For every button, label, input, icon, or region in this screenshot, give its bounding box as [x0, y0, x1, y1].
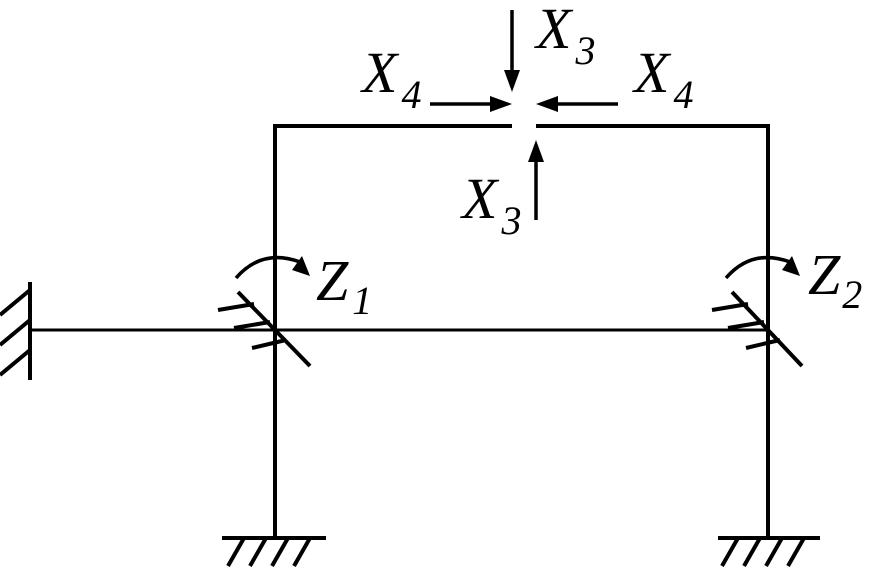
- left-ground-support: [222, 536, 326, 567]
- x3-down-arrow: [504, 10, 520, 92]
- x4-right-arrow: [430, 96, 512, 112]
- z2-moment-arrow: [724, 255, 800, 280]
- x3-up-arrow: [528, 140, 544, 220]
- z1-moment-arrow: [234, 255, 310, 280]
- left-joint-restraint: [217, 290, 312, 368]
- label-z2: Z2: [808, 242, 862, 317]
- left-wall-support: [0, 282, 32, 380]
- x4-left-arrow: [536, 96, 618, 112]
- right-joint-restraint: [711, 290, 804, 368]
- right-ground-support: [718, 536, 820, 567]
